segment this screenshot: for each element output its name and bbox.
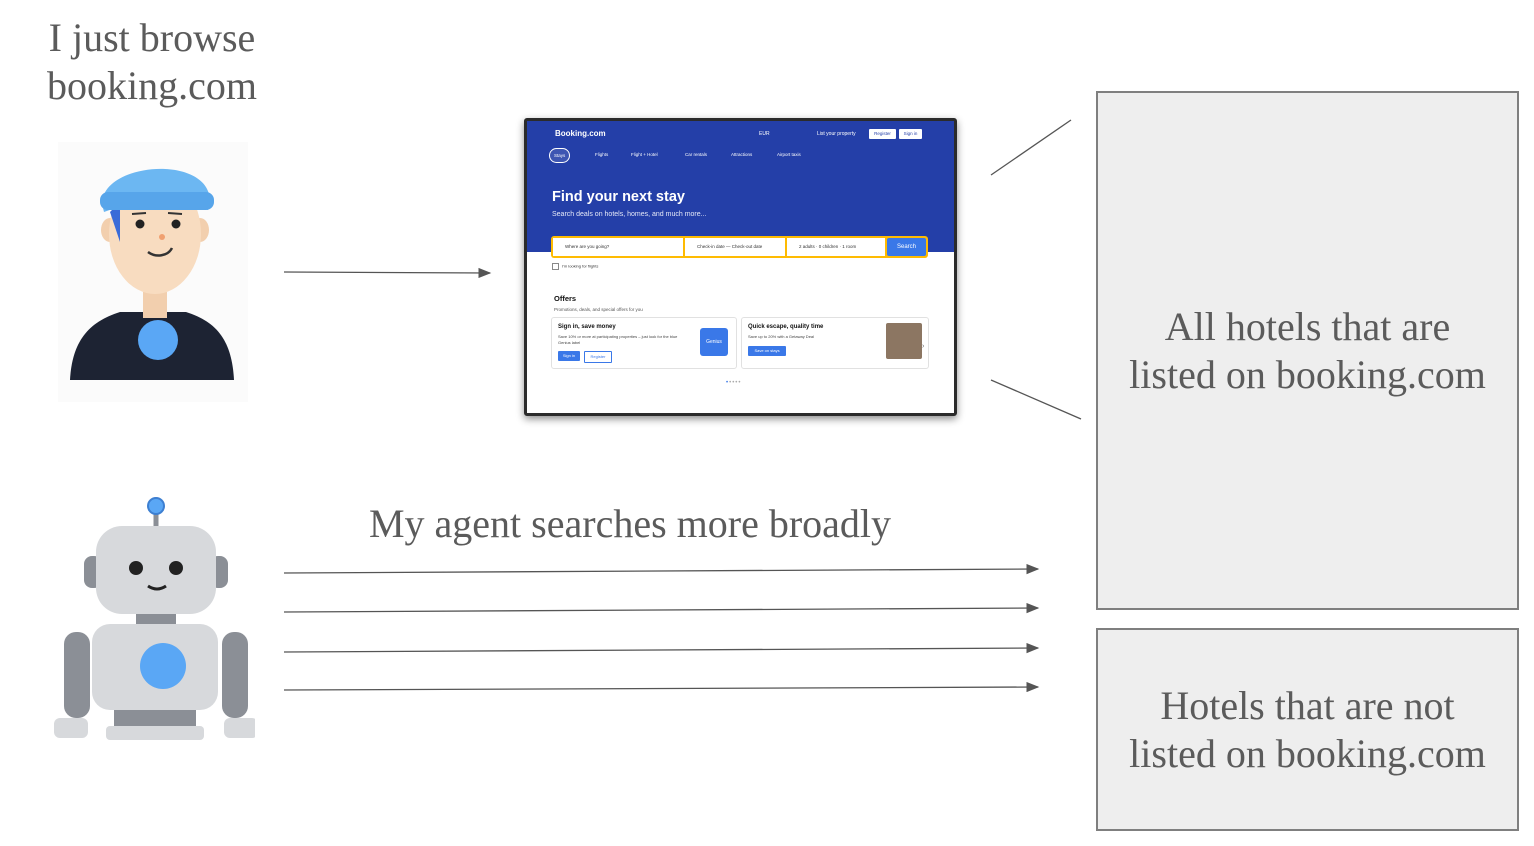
- person-avatar-icon: [58, 142, 248, 402]
- agent-arrow-4: [283, 681, 1040, 693]
- save-on-stays-button[interactable]: Save on stays: [748, 346, 786, 356]
- agent-arrow-3: [283, 642, 1040, 654]
- listed-hotels-label: All hotels that are listed on booking.co…: [1129, 303, 1486, 397]
- unlisted-hotels-box: Hotels that are not listed on booking.co…: [1096, 628, 1519, 831]
- genius-gift-icon: Genius: [700, 328, 728, 356]
- zoom-line-top: [990, 119, 1072, 176]
- offer-card-getaway[interactable]: Quick escape, quality time Save up to 20…: [741, 317, 929, 369]
- human-caption: I just browse booking.com: [47, 15, 257, 108]
- hero-headline: Find your next stay: [552, 189, 685, 205]
- nav-car-rentals[interactable]: Car rentals: [685, 152, 708, 157]
- hero-subhead: Search deals on hotels, homes, and much …: [552, 211, 707, 218]
- listed-hotels-box: All hotels that are listed on booking.co…: [1096, 91, 1519, 610]
- search-button[interactable]: Search: [887, 238, 926, 256]
- nav-airport-taxis[interactable]: Airport taxis: [777, 152, 801, 157]
- carousel-next-icon[interactable]: ›: [922, 343, 925, 350]
- agent-arrow-1: [283, 563, 1040, 575]
- nav-flights[interactable]: Flights: [595, 152, 609, 157]
- flights-checkbox[interactable]: I'm looking for flights: [552, 263, 598, 270]
- genius-badge-label: Genius: [706, 339, 722, 345]
- unlisted-hotels-label: Hotels that are not listed on booking.co…: [1129, 682, 1486, 776]
- destination-input[interactable]: Where are you going?: [553, 238, 683, 256]
- guests-selector[interactable]: 2 adults · 0 children · 1 room: [787, 238, 885, 256]
- currency-selector[interactable]: EUR: [759, 131, 770, 137]
- nav-attractions[interactable]: Attractions: [731, 152, 753, 157]
- date-picker[interactable]: Check-in date — Check-out date: [685, 238, 785, 256]
- offer-card-title: Quick escape, quality time: [748, 324, 824, 330]
- offer-signin-button[interactable]: Sign in: [558, 351, 580, 361]
- couple-photo: [886, 323, 922, 359]
- offers-title: Offers: [554, 294, 577, 303]
- nav-flight-hotel[interactable]: Flight + Hotel: [631, 152, 658, 157]
- robot-avatar-icon: [54, 497, 255, 740]
- flights-checkbox-label: I'm looking for flights: [562, 263, 599, 269]
- agent-arrow-2: [283, 602, 1040, 614]
- offer-card-genius[interactable]: Sign in, save money Save 10% or more at …: [551, 317, 737, 369]
- booking-hero: [527, 121, 954, 252]
- human-arrow: [283, 267, 492, 279]
- offer-card-title: Sign in, save money: [558, 324, 616, 330]
- nav-stays[interactable]: Stays: [549, 148, 571, 163]
- agent-caption: My agent searches more broadly: [368, 501, 892, 546]
- booking-screenshot: Booking.com EUR List your property Regis…: [524, 118, 957, 416]
- offer-register-button[interactable]: Register: [584, 351, 612, 363]
- offers-subtitle: Promotions, deals, and special offers fo…: [554, 307, 643, 312]
- offer-card-body: Save 10% or more at participating proper…: [558, 334, 678, 345]
- zoom-line-bottom: [990, 379, 1082, 420]
- signin-button[interactable]: Sign in: [899, 129, 922, 139]
- carousel-dots[interactable]: •••••: [726, 380, 742, 386]
- checkbox-icon[interactable]: [552, 263, 559, 270]
- list-property-link[interactable]: List your property: [817, 131, 856, 137]
- search-bar: Where are you going? Check-in date — Che…: [551, 236, 928, 258]
- register-button[interactable]: Register: [869, 129, 896, 139]
- offer-card-body: Save up to 20% with a Getaway Deal: [748, 334, 815, 339]
- booking-logo: Booking.com: [555, 129, 606, 138]
